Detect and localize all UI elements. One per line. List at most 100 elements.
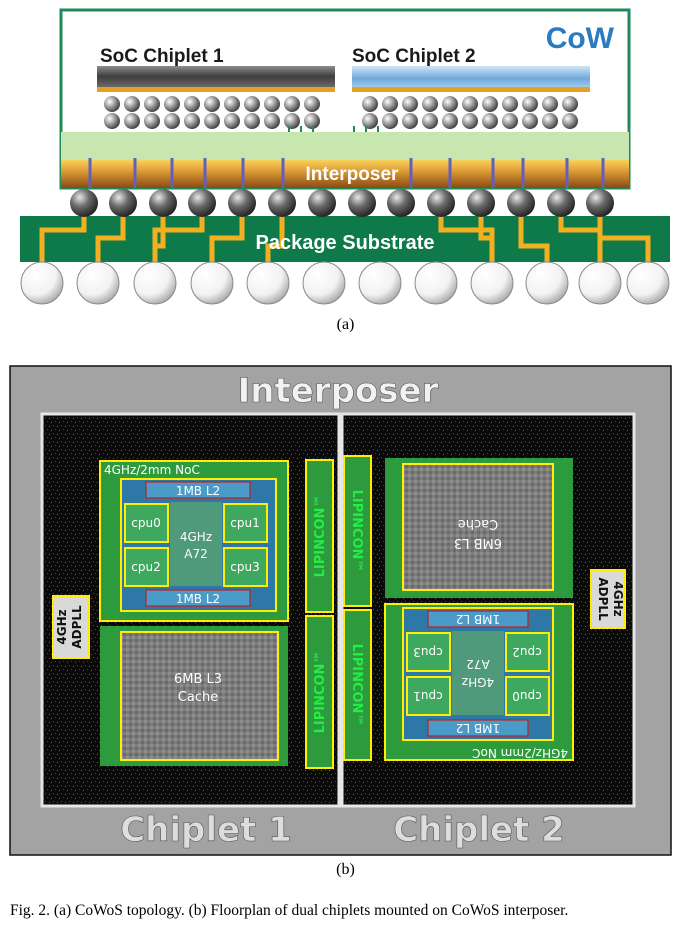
soc-chiplet-2-label: SoC Chiplet 2 bbox=[352, 46, 476, 67]
microbump bbox=[502, 113, 518, 129]
cow-label: CoW bbox=[546, 22, 615, 55]
bga-ball bbox=[626, 261, 670, 305]
bga-ball bbox=[302, 261, 346, 305]
bga-ball bbox=[190, 261, 234, 305]
chiplet-2-lipincon-bottom-label: LIPINCON™ bbox=[349, 644, 364, 727]
microbump bbox=[482, 96, 498, 112]
chiplet-1-l2-top bbox=[145, 481, 251, 499]
microbump bbox=[522, 113, 538, 129]
microbump bbox=[442, 96, 458, 112]
chiplet-1-noc-label: 4GHz/2mm NoC bbox=[104, 463, 200, 477]
chiplet-1-cpu1-label: cpu1 bbox=[230, 516, 259, 530]
chiplet-2-cpu1 bbox=[406, 676, 451, 716]
chiplet-1-l2-bottom bbox=[145, 589, 251, 607]
chiplet-2-lipincon-top-label: LIPINCON™ bbox=[349, 490, 364, 573]
substrate-trace bbox=[597, 216, 651, 262]
microbump bbox=[264, 113, 280, 129]
chiplet-1-core-type: A72 bbox=[184, 547, 207, 561]
microbump bbox=[204, 96, 220, 112]
panel-a-sublabel: (a) bbox=[336, 316, 355, 333]
chiplet-1-l2-top-label: 1MB L2 bbox=[176, 484, 220, 498]
c4-bump bbox=[348, 189, 376, 217]
chiplet-2-cpu3 bbox=[406, 632, 451, 672]
c4-bump bbox=[70, 189, 98, 217]
microbump bbox=[224, 113, 240, 129]
microbump bbox=[184, 113, 200, 129]
microbump bbox=[562, 113, 578, 129]
panel-b-sublabel: (b) bbox=[336, 861, 355, 878]
microbump bbox=[224, 96, 240, 112]
soc-chiplet-1-label: SoC Chiplet 1 bbox=[100, 46, 224, 67]
chiplet-1-cpu2 bbox=[124, 547, 169, 587]
c4-bump bbox=[268, 189, 296, 217]
chiplet-1-l2-bottom-label: 1MB L2 bbox=[176, 592, 220, 606]
microbump bbox=[304, 96, 320, 112]
bga-ball bbox=[358, 261, 402, 305]
microbump bbox=[402, 96, 418, 112]
chiplet-2-cpu0 bbox=[505, 676, 550, 716]
bga-ball bbox=[470, 261, 514, 305]
chiplet-1-l3-name: Cache bbox=[178, 690, 218, 705]
chiplet-1-contents: 4GHz/2mm NoC 1MB L2 1MB L2 4GHz A72 cpu0… bbox=[52, 459, 334, 769]
microbump bbox=[144, 113, 160, 129]
chiplet-1-l3-size: 6MB L3 bbox=[174, 672, 222, 687]
chiplet-2-l2-top bbox=[427, 610, 529, 628]
chiplet-2-name: Chiplet 2 bbox=[393, 810, 565, 850]
chiplet-1-cpu0 bbox=[124, 503, 169, 543]
chiplet-2-l2-top-label: 1MB L2 bbox=[456, 612, 500, 626]
soc-chiplet-2-bump-pad bbox=[352, 87, 590, 92]
bga-ball bbox=[525, 261, 569, 305]
microbump bbox=[104, 96, 120, 112]
soc-chiplet-1-bump-pad bbox=[97, 87, 335, 92]
soc-chiplet-2-die bbox=[352, 66, 590, 87]
chiplet-2-lipincon-top bbox=[343, 455, 372, 607]
chiplet-2-adpll bbox=[590, 569, 626, 629]
interposer-body bbox=[61, 160, 629, 188]
chiplet-2-cpu2-label: cpu2 bbox=[512, 645, 541, 659]
substrate-trace bbox=[518, 216, 550, 262]
chiplet-1-cpu3 bbox=[223, 547, 268, 587]
tsv bbox=[88, 158, 92, 188]
bga-ball bbox=[414, 261, 458, 305]
chiplet-1-cpu3-label: cpu3 bbox=[230, 560, 259, 574]
chiplet-2-cpu1-label: cpu1 bbox=[413, 689, 442, 703]
c4-bump bbox=[547, 189, 575, 217]
chiplet-1-cpu1 bbox=[223, 503, 268, 543]
substrate-trace bbox=[209, 216, 245, 262]
substrate-trace bbox=[265, 216, 285, 262]
soc-chiplet-1-die bbox=[97, 66, 335, 87]
chiplet-2-core-type: A72 bbox=[466, 657, 489, 671]
tsv-array bbox=[88, 158, 605, 188]
tsv bbox=[241, 158, 245, 188]
c4-bump-array bbox=[70, 189, 614, 217]
microbump bbox=[482, 113, 498, 129]
chiplet-floorplan: Interposer 4GHz/2mm NoC 1MB L2 1MB L2 4G… bbox=[9, 365, 672, 856]
chiplet-2-l3-size: 6MB L3 bbox=[454, 535, 502, 550]
chiplet-2-core-freq: 4GHz bbox=[462, 675, 494, 689]
chiplet-2-cpu0-label: cpu0 bbox=[512, 689, 541, 703]
tsv bbox=[491, 158, 495, 188]
microbump bbox=[204, 113, 220, 129]
c4-bump bbox=[149, 189, 177, 217]
microbump bbox=[284, 113, 300, 129]
tsv bbox=[409, 158, 413, 188]
microbump bbox=[244, 113, 260, 129]
chiplet-1-cpu2-label: cpu2 bbox=[131, 560, 160, 574]
chiplet-1-lipincon-top bbox=[305, 459, 334, 613]
microbump bbox=[462, 113, 478, 129]
figure-caption: Fig. 2. (a) CoWoS topology. (b) Floorpla… bbox=[10, 902, 569, 919]
tsv bbox=[448, 158, 452, 188]
chiplet-2-cpu2 bbox=[505, 632, 550, 672]
tsv bbox=[170, 158, 174, 188]
chiplet-2-lipincon-bottom bbox=[343, 609, 372, 761]
microbump bbox=[382, 113, 398, 129]
bga-ball bbox=[578, 261, 622, 305]
microbump bbox=[522, 96, 538, 112]
microbump bbox=[422, 96, 438, 112]
cowos-topology-diagram: CoW SoC Chiplet 1 SoC Chiplet 2 Interpos… bbox=[20, 8, 670, 305]
chiplet-2-adpll-name: ADPLL bbox=[596, 577, 610, 621]
tsv bbox=[281, 158, 285, 188]
chiplet-1-l3-cache bbox=[120, 631, 279, 761]
substrate-trace bbox=[478, 216, 495, 262]
microbump bbox=[244, 96, 260, 112]
